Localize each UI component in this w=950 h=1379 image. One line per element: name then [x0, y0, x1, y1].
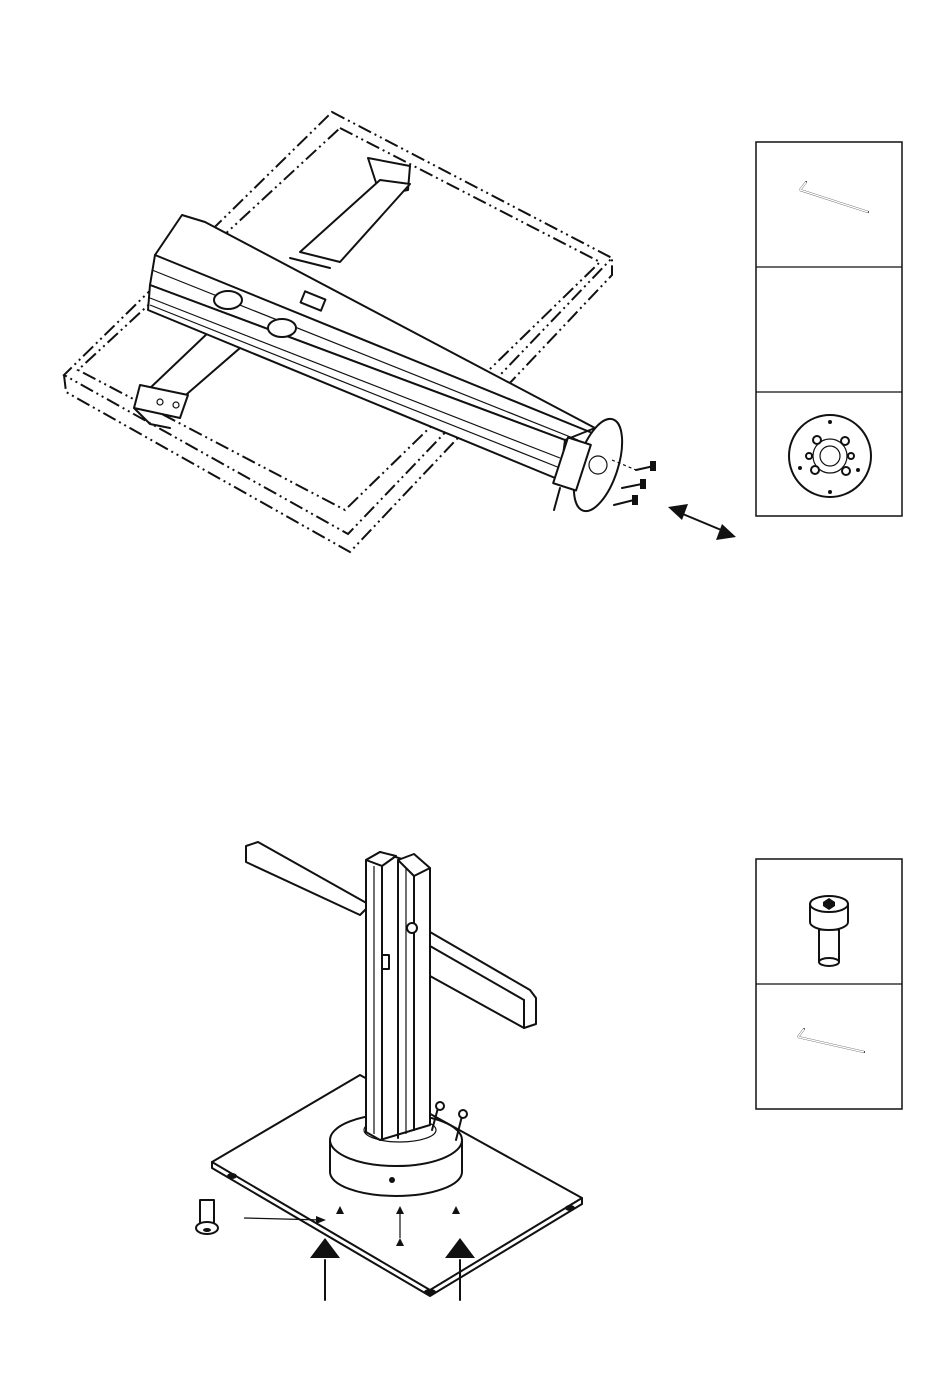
mounting-plate-icon — [789, 415, 871, 497]
double-arrow — [668, 504, 736, 540]
crossbar-back — [246, 842, 370, 915]
column — [366, 852, 430, 1140]
step-1-parts-panel — [756, 142, 902, 516]
step-2-diagram — [196, 842, 582, 1300]
step-1-diagram — [64, 112, 736, 552]
crossbar-front — [430, 932, 536, 1028]
step-2-parts-panel — [756, 859, 902, 1109]
rear-leg-bracket — [290, 158, 410, 268]
